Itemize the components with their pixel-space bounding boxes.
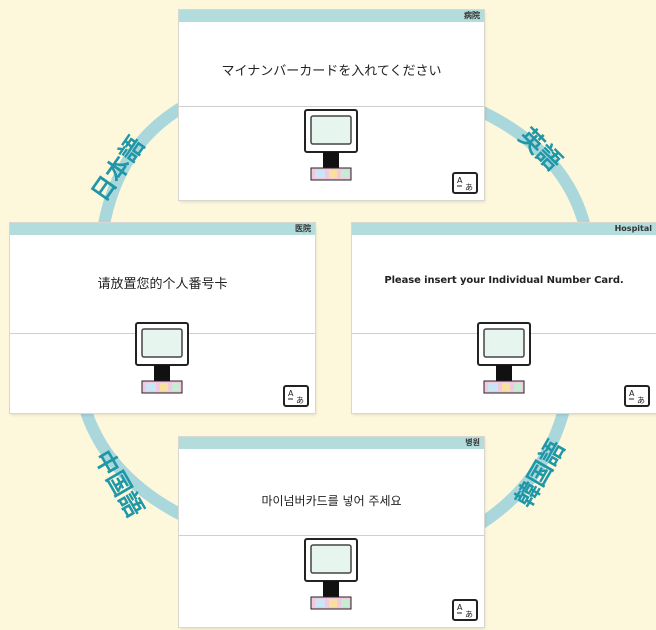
insert-card-message: 마이넘버카드를 넣어 주세요 xyxy=(261,494,402,508)
svg-text:あ: あ xyxy=(296,396,304,405)
hospital-label: 병원 xyxy=(465,438,480,447)
card-reader-icon xyxy=(301,108,361,188)
card-reader-icon xyxy=(474,321,534,401)
insert-card-message: 请放置您的个人番号卡 xyxy=(97,277,228,292)
svg-text:あ: あ xyxy=(465,183,473,192)
language-switch-icon[interactable]: A あ xyxy=(452,172,478,194)
language-switch-icon[interactable]: A あ xyxy=(452,599,478,621)
screen-english: Hospital Please insert your Individual N… xyxy=(352,223,656,413)
screen-japanese: 病院 マイナンバーカードを入れてください A あ xyxy=(179,10,484,200)
card-reader-icon xyxy=(301,537,361,617)
language-switch-icon[interactable]: A あ xyxy=(624,385,650,407)
screen-chinese: 医院 请放置您的个人番号卡 A あ xyxy=(10,223,315,413)
card-reader-icon xyxy=(132,321,192,401)
svg-text:A: A xyxy=(288,389,294,398)
hospital-label: Hospital xyxy=(614,224,652,233)
screen-header: Hospital xyxy=(352,223,656,235)
screen-korean: 병원 마이넘버카드를 넣어 주세요 A あ xyxy=(179,437,484,627)
hospital-label: 病院 xyxy=(464,11,480,20)
divider xyxy=(179,535,484,536)
hospital-label: 医院 xyxy=(295,224,311,233)
insert-card-message: Please insert your Individual Number Car… xyxy=(384,275,624,286)
language-switch-icon[interactable]: A あ xyxy=(283,385,309,407)
svg-text:A: A xyxy=(457,176,463,185)
svg-text:あ: あ xyxy=(465,610,473,619)
insert-card-message: マイナンバーカードを入れてください xyxy=(221,64,442,79)
screen-header: 医院 xyxy=(10,223,315,235)
svg-text:A: A xyxy=(457,603,463,612)
screen-header: 病院 xyxy=(179,10,484,22)
svg-text:あ: あ xyxy=(637,396,645,405)
svg-text:A: A xyxy=(629,389,635,398)
divider xyxy=(179,106,484,107)
screen-header: 병원 xyxy=(179,437,484,449)
